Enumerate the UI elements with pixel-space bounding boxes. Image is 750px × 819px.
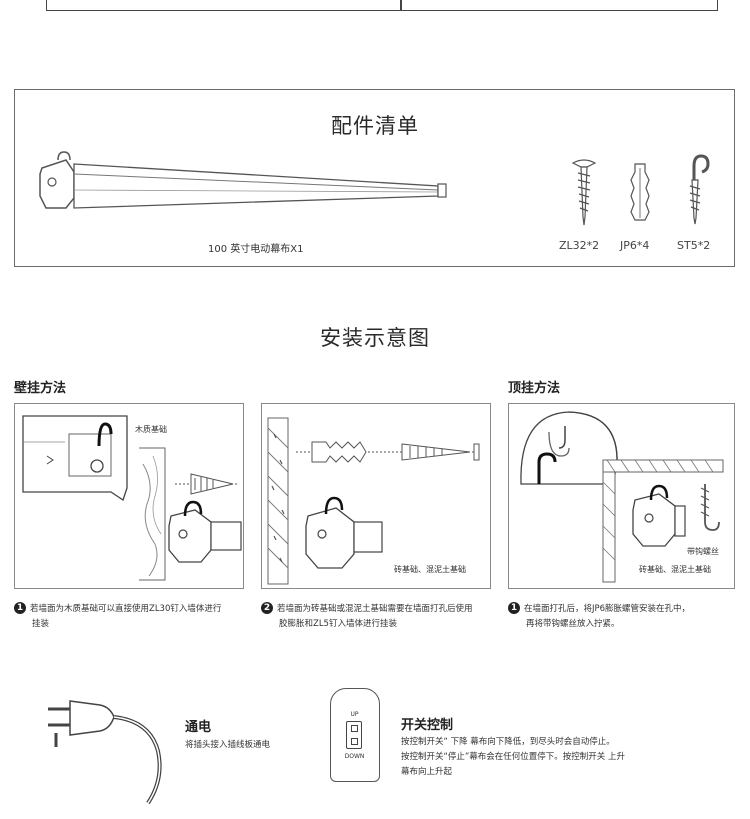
- hook-screw-icon: [689, 154, 710, 225]
- panel-wood-wall: 木质基础: [14, 403, 244, 589]
- note-3: 1 在墙面打孔后，将JP6膨胀螺管安装在孔中， 再将带钩螺丝放入拧紧。: [508, 602, 738, 632]
- switch-desc: 按控制开关“ 下降 幕布向下降低，到尽头时会自动停止。 按控制开关“停止”幕布会…: [401, 735, 746, 780]
- note-2: 2 若墙面为砖基础或混泥土基础需要在墙面打孔后使用 胶膨胀和ZL5钉入墙体进行挂装: [261, 602, 501, 632]
- screw-icon: [571, 159, 597, 226]
- switch-up-label: UP: [350, 711, 359, 718]
- note-2-line1: 若墙面为砖基础或混泥土基础需要在墙面打孔后使用: [277, 604, 473, 614]
- brick-wall-illustration: [267, 417, 480, 585]
- wood-wall-illustration: [22, 415, 242, 581]
- projector-screen-illustration: [39, 151, 447, 209]
- switch-line3: 幕布向上升起: [401, 767, 453, 777]
- ceiling-illustration: [520, 411, 724, 583]
- brick-label-2: 砖基础、混泥土基础: [639, 565, 711, 574]
- wood-base-label: 木质基础: [135, 425, 167, 434]
- switch-down-label: DOWN: [344, 753, 365, 760]
- top-table-divider: [400, 0, 402, 10]
- note-2-line2: 胶膨胀和ZL5钉入墙体进行挂装: [279, 619, 397, 629]
- note-1-number: 1: [14, 602, 26, 614]
- power-desc: 将插头接入插线板通电: [185, 740, 271, 750]
- install-title: 安装示意图: [320, 326, 430, 350]
- ceiling-heading: 顶挂方法: [508, 381, 561, 396]
- brick-label-1: 砖基础、混泥土基础: [394, 565, 466, 574]
- anchor-icon: [630, 163, 650, 221]
- part-label-st5: ST5*2: [677, 239, 711, 252]
- parts-title: 配件清单: [331, 114, 419, 138]
- hook-screw-label: 带钩螺丝: [687, 547, 719, 556]
- note-1-line1: 若墙面为木质基础可以直接使用ZL30钉入墙体进行: [30, 604, 222, 614]
- wall-heading: 壁挂方法: [14, 381, 67, 396]
- part-label-zl32: ZL32*2: [559, 239, 600, 252]
- switch-heading: 开关控制: [401, 718, 454, 733]
- rocker-down-mark: [351, 738, 358, 745]
- note-2-number: 2: [261, 602, 273, 614]
- panel-ceiling: 带钩螺丝 砖基础、混泥土基础: [508, 403, 735, 589]
- switch-line1: 按控制开关“ 下降 幕布向下降低，到尽头时会自动停止。: [401, 737, 615, 747]
- power-heading: 通电: [185, 720, 212, 735]
- rocker-up-mark: [351, 725, 358, 732]
- note-3-line2: 再将带钩螺丝放入拧紧。: [526, 619, 620, 629]
- note-1-line2: 挂装: [32, 619, 50, 629]
- rocker-switch[interactable]: [346, 721, 362, 749]
- switch-line2: 按控制开关“停止”幕布会在任何位置停下。按控制开关 上升: [401, 752, 626, 762]
- part-label-jp6: JP6*4: [620, 239, 650, 252]
- top-table: [46, 0, 718, 11]
- note-3-number: 1: [508, 602, 520, 614]
- note-3-line1: 在墙面打孔后，将JP6膨胀螺管安装在孔中，: [524, 604, 691, 614]
- power-plug-icon: [48, 700, 162, 805]
- panel-brick-wall: 砖基础、混泥土基础: [261, 403, 491, 589]
- note-1: 1 若墙面为木质基础可以直接使用ZL30钉入墙体进行 挂装: [14, 602, 249, 632]
- switch-body: UP DOWN: [330, 688, 380, 782]
- screen-label: 100 英寸电动幕布X1: [208, 244, 304, 255]
